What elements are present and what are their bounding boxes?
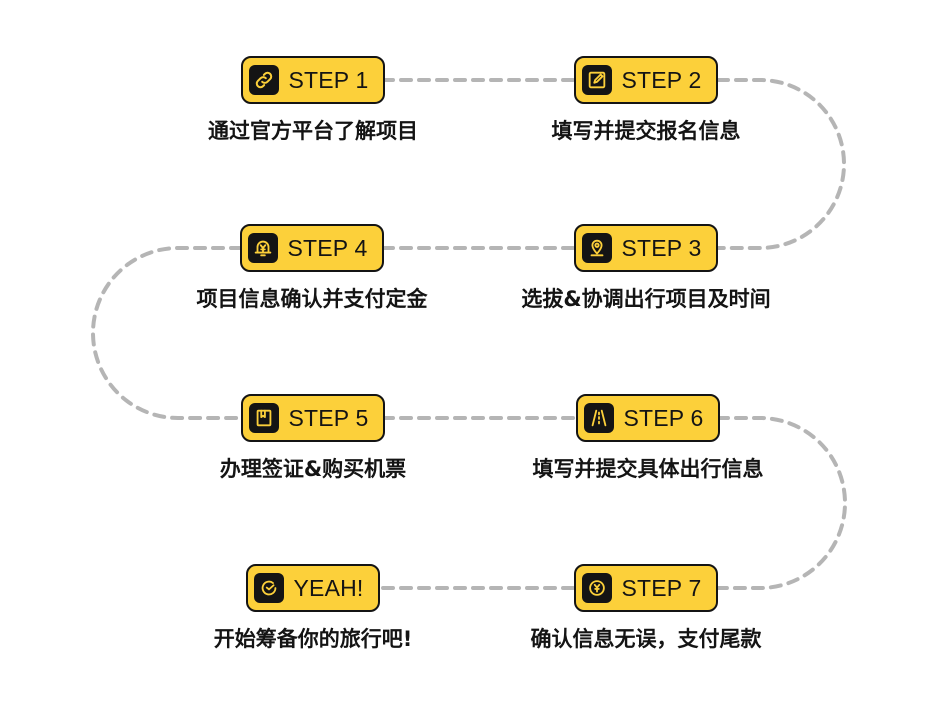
step-5-caption: 办理签证&购买机票 [219,457,407,481]
step-7-label: STEP 7 [621,574,702,601]
step-3-caption: 选拔&协调出行项目及时间 [521,287,771,311]
step-4-caption: 项目信息确认并支付定金 [196,287,428,311]
step-3-badge: STEP 3 [574,224,718,272]
link-icon [249,65,280,95]
step-6-caption: 填写并提交具体出行信息 [532,457,764,481]
step-7-caption: 确认信息无误，支付尾款 [530,627,762,651]
smile-icon [254,573,285,603]
step-4: STEP 4 项目信息确认并支付定金 [182,224,442,313]
step-1-caption: 通过官方平台了解项目 [208,119,418,143]
step-5: STEP 5 办理签证&购买机票 [192,394,434,483]
edit-form-icon [582,65,613,95]
step-5-badge: STEP 5 [241,394,385,442]
location-pin-icon [582,233,613,263]
step-1-label: STEP 1 [288,66,369,93]
step-3-label: STEP 3 [621,234,702,261]
step-final-caption: 开始筹备你的旅行吧! [213,627,413,651]
passport-icon [249,403,280,433]
step-7-badge: STEP 7 [574,564,718,612]
step-3: STEP 3 选拔&协调出行项目及时间 [516,224,776,313]
step-7: STEP 7 确认信息无误，支付尾款 [516,564,776,653]
step-1: STEP 1 通过官方平台了解项目 [192,56,434,145]
step-final-label: YEAH! [293,574,364,601]
step-2-badge: STEP 2 [574,56,718,104]
step-6-badge: STEP 6 [576,394,720,442]
step-final-badge: YEAH! [246,564,380,612]
step-6: STEP 6 填写并提交具体出行信息 [518,394,778,483]
road-icon [584,403,615,433]
step-2: STEP 2 填写并提交报名信息 [546,56,746,145]
yuan-bell-icon [248,233,279,263]
step-2-caption: 填写并提交报名信息 [551,119,741,143]
step-5-label: STEP 5 [288,404,369,431]
step-final: YEAH! 开始筹备你的旅行吧! [196,564,430,653]
yuan-coin-icon [582,573,613,603]
step-4-label: STEP 4 [287,234,368,261]
step-1-badge: STEP 1 [241,56,385,104]
step-6-label: STEP 6 [623,404,704,431]
step-2-label: STEP 2 [621,66,702,93]
step-4-badge: STEP 4 [240,224,384,272]
